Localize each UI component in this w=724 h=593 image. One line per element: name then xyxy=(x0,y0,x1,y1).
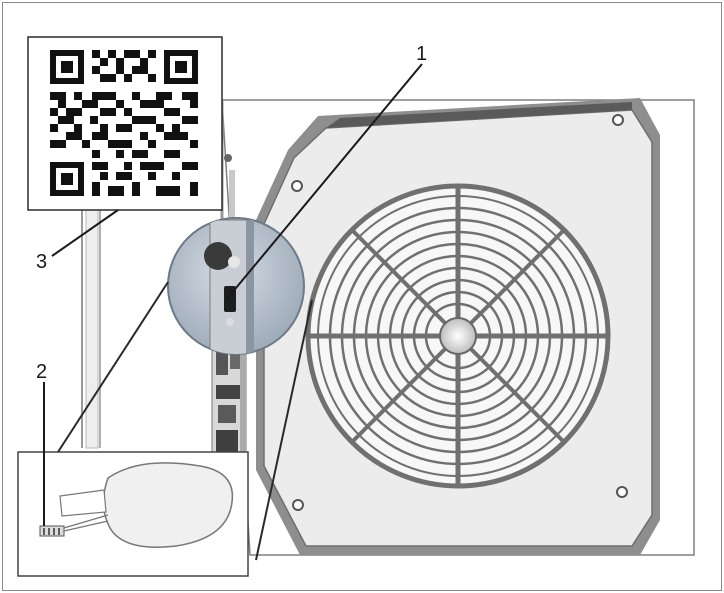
screw-icon xyxy=(291,180,303,192)
screw-icon xyxy=(292,499,304,511)
control-board xyxy=(211,319,247,471)
screw-icon xyxy=(616,486,628,498)
leader-lines xyxy=(43,63,423,526)
magnifier-detail xyxy=(167,217,305,355)
callout-label-1: 1 xyxy=(416,43,427,65)
leader-line-3 xyxy=(51,209,119,257)
screw-icon xyxy=(612,114,624,126)
callout-label-3: 3 xyxy=(36,251,47,273)
qr-code xyxy=(27,36,223,211)
callout-label-2: 2 xyxy=(36,361,47,383)
connector-inset xyxy=(17,451,249,577)
magnifier-connector-lines xyxy=(57,281,313,561)
leader-line-1 xyxy=(225,63,423,301)
fan-guard-grill xyxy=(305,183,611,489)
